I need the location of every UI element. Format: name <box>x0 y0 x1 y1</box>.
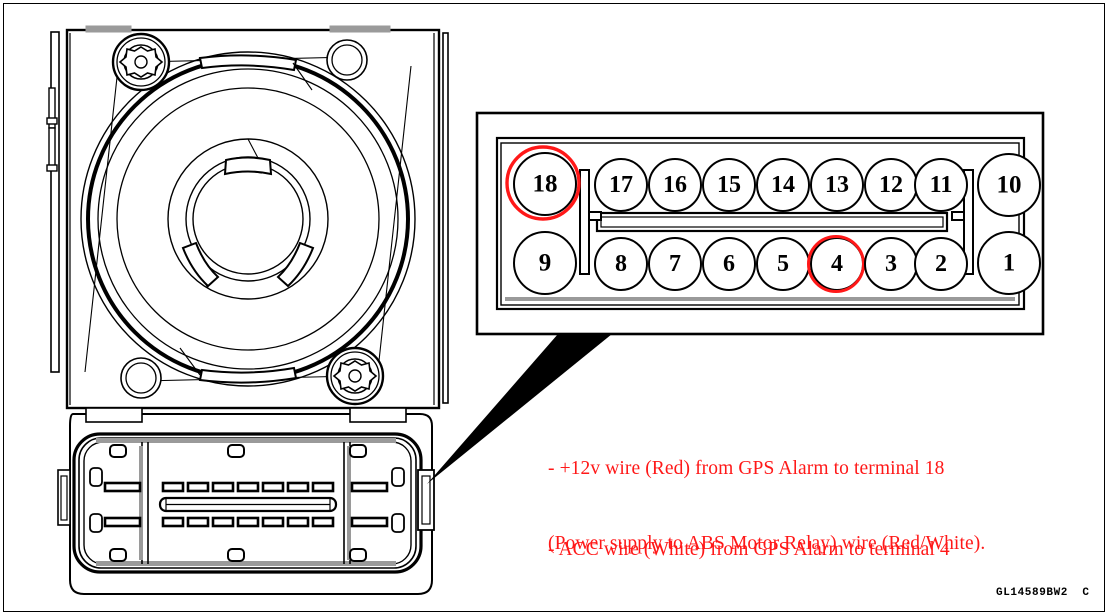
wiring-note-12v-line1: - +12v wire (Red) from GPS Alarm to term… <box>548 458 945 479</box>
pin-label: 14 <box>771 172 795 198</box>
pin-4[interactable]: 4 <box>807 235 865 293</box>
connector-detail-callout <box>427 334 612 484</box>
wiring-note-12v: - +12v wire (Red) from GPS Alarm to term… <box>548 406 985 606</box>
pin-1[interactable]: 1 <box>977 231 1041 295</box>
wiring-note-12v-line2: (Power supply to ABS Motor Relay) wire (… <box>548 533 986 554</box>
center-terminal-slots-bottom <box>161 516 335 528</box>
pin-label: 10 <box>997 172 1022 199</box>
center-hub <box>167 138 329 300</box>
pin-11[interactable]: 11 <box>914 158 968 212</box>
pin-8[interactable]: 8 <box>594 237 648 291</box>
pin-label: 8 <box>615 251 627 277</box>
center-terminal-slots-top <box>161 481 335 493</box>
torx-screw-upper-left <box>111 32 171 92</box>
drawing-plate-code: GL14589BW2 C <box>996 587 1090 599</box>
pin-label: 5 <box>777 251 789 277</box>
pin-label: 16 <box>663 172 687 198</box>
pin-17[interactable]: 17 <box>594 158 648 212</box>
pin-label: 2 <box>935 251 947 277</box>
pin-label: 18 <box>533 171 558 198</box>
pin-18[interactable]: 18 <box>505 145 581 221</box>
torx-screw-lower-right <box>325 346 385 406</box>
pin-label: 11 <box>930 172 953 198</box>
pin-label: 3 <box>885 251 897 277</box>
pin-label: 9 <box>539 250 552 277</box>
pin-9[interactable]: 9 <box>513 231 577 295</box>
pin-label: 13 <box>825 172 849 198</box>
pin-label: 7 <box>669 251 681 277</box>
highlight-ring-pin-4 <box>807 235 865 293</box>
pin-12[interactable]: 12 <box>864 158 918 212</box>
wiring-note-acc: - ACC wire (White) from GPS Alarm to ter… <box>548 487 950 616</box>
mounting-bore-upper-right <box>326 39 368 81</box>
pin-label: 17 <box>609 172 633 198</box>
pin-5[interactable]: 5 <box>756 237 810 291</box>
pin-3[interactable]: 3 <box>864 237 918 291</box>
pin-15[interactable]: 15 <box>702 158 756 212</box>
pin-label: 12 <box>879 172 903 198</box>
pin-6[interactable]: 6 <box>702 237 756 291</box>
highlight-ring-pin-18 <box>505 145 581 221</box>
left-key-separator <box>579 169 602 275</box>
right-key-separator <box>951 169 974 275</box>
mounting-bore-lower-left <box>120 357 162 399</box>
pinout-detail-box: 18 17 16 15 14 <box>475 111 1045 336</box>
wiring-note-acc-line2: (Power Supply) wire (Brown/White). <box>548 612 950 616</box>
wiring-note-acc-line1: - ACC wire (White) from GPS Alarm to ter… <box>548 539 950 560</box>
pin-label: 6 <box>723 251 735 277</box>
retention-clips <box>89 444 405 562</box>
connector-housing <box>57 407 435 595</box>
pin-label: 4 <box>831 251 843 277</box>
pin-label: 1 <box>1003 250 1016 277</box>
pin-7[interactable]: 7 <box>648 237 702 291</box>
pin-10[interactable]: 10 <box>977 153 1041 217</box>
pin-label: 15 <box>717 172 741 198</box>
outboard-terminal-slots <box>103 481 389 528</box>
abs-modulator-unit <box>46 25 449 595</box>
pin-13[interactable]: 13 <box>810 158 864 212</box>
barrel-rim-slots <box>179 54 313 384</box>
left-mounting-rail <box>46 31 60 373</box>
pin-16[interactable]: 16 <box>648 158 702 212</box>
pin-14[interactable]: 14 <box>756 158 810 212</box>
pin-2[interactable]: 2 <box>914 237 968 291</box>
pin-row-bottom: 9 8 7 6 5 <box>513 231 1041 295</box>
pin-row-top: 18 17 16 15 14 <box>505 145 1041 221</box>
